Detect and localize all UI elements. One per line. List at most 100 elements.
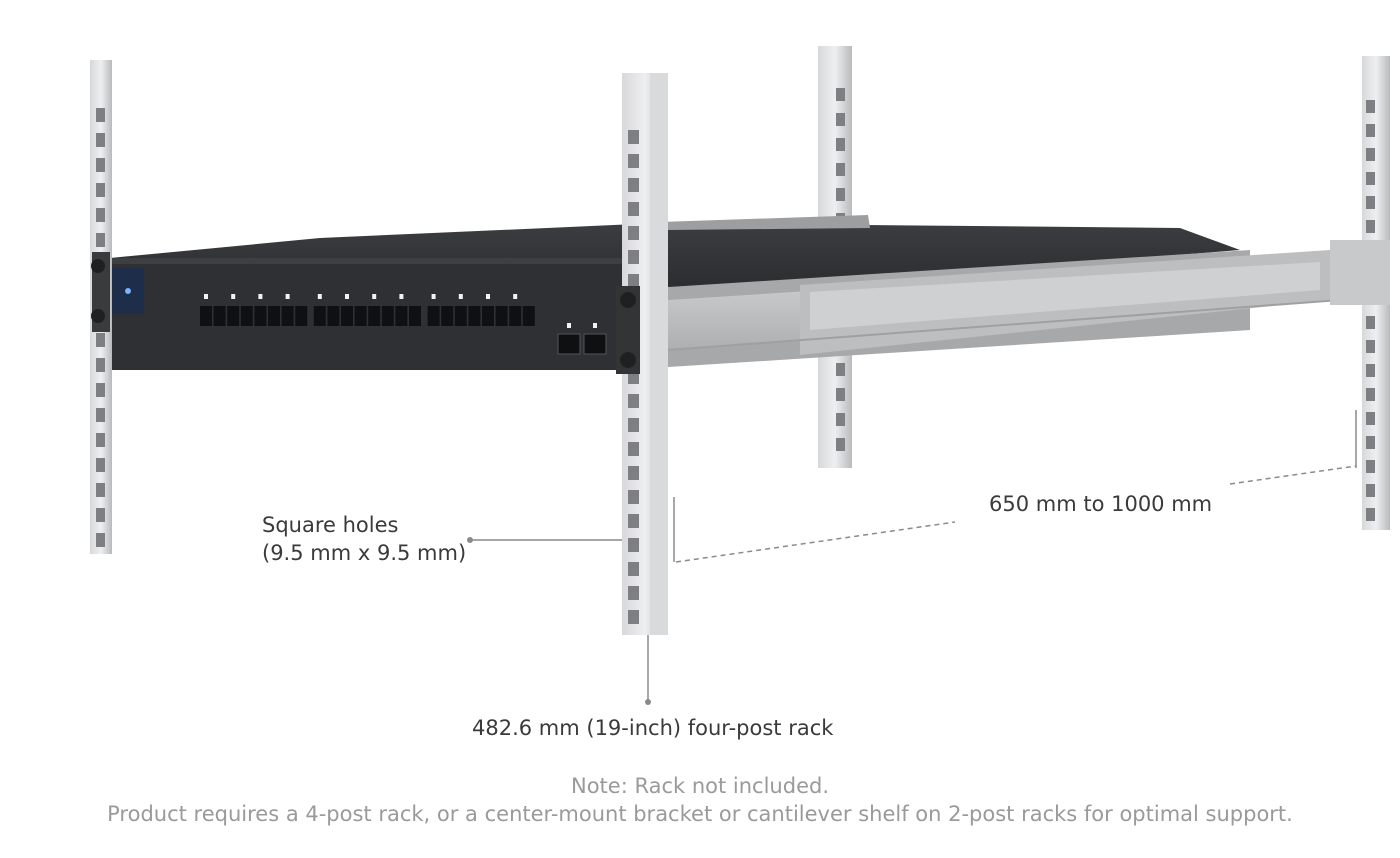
sfp-port [354,306,367,326]
rack-hole [628,586,639,600]
rack-hole [96,383,105,397]
sfp-port [509,306,522,326]
rack-hole [1366,100,1375,113]
sfp-port [368,306,381,326]
rack-hole [96,333,105,347]
sfp-port [341,306,353,326]
rack-hole [628,226,639,240]
port-led-icon [431,294,436,299]
rack-hole [1366,412,1375,425]
port-led-icon [345,294,349,299]
rack-hole [836,163,845,176]
port-led-icon [258,294,263,299]
port-led-icon [231,294,236,299]
port-led-icon [567,323,571,328]
rack-hole [836,88,845,101]
sfp-port [454,306,467,326]
rack-hole [96,483,105,497]
rack-hole [96,358,105,372]
port-led-icon [458,294,463,299]
uplink-port [583,333,607,355]
sfp-port [281,306,294,326]
sfp-port [213,306,226,326]
sfp-port [495,306,508,326]
note-line-2: Product requires a 4-post rack, or a cen… [107,802,1293,826]
rack-hole [96,433,105,447]
sfp-port [240,306,253,326]
rack-hole [96,158,105,172]
sfp-port [313,306,326,326]
annotation-leaders [467,410,1357,705]
rack-hole [628,130,639,144]
rack-hole [1366,220,1375,233]
rack-width-annotation: 482.6 mm (19-inch) four-post rack [472,716,834,740]
rack-hole [96,208,105,222]
front-rack-post-left [90,60,112,554]
square-holes-size: (9.5 mm x 9.5 mm) [262,541,467,565]
rack-hole [96,233,105,247]
rack-hole [836,413,845,426]
rack-hole [1366,364,1375,377]
rack-hole [628,514,639,528]
rack-hole [1366,196,1375,209]
rack-hole [1366,124,1375,137]
rack-hole [1366,460,1375,473]
rack-hole [1366,172,1375,185]
rack-hole [628,442,639,456]
sfp-port [468,306,481,326]
rack-hole [836,113,845,126]
rack-hole [1366,436,1375,449]
rack-hole [628,250,639,264]
rack-hole [628,154,639,168]
rack-depth-annotation: 650 mm to 1000 mm [989,492,1213,516]
rack-hole [1366,508,1375,521]
rack-hole [628,538,639,552]
rack-hole [628,202,639,216]
rack-hole [628,370,639,384]
slide-rail [667,250,1341,355]
rack-hole [628,490,639,504]
rack-hole [628,178,639,192]
rack-hole [836,188,845,201]
front-rack-post-center [616,73,668,635]
sfp-port [254,306,267,326]
port-led-icon [204,294,208,299]
uplink-port [557,333,581,355]
rack-hole [628,466,639,480]
sfp-port [522,306,535,326]
rack-hole [628,394,639,408]
port-led-icon [593,323,597,328]
rack-hole [836,138,845,151]
sfp-port [381,306,394,326]
rack-hole [836,438,845,451]
sfp-port [409,306,421,326]
rack-note: Note: Rack not included. Product require… [0,772,1400,828]
port-led-icon [317,294,322,299]
sfp-port [441,306,454,326]
sfp-port [427,306,440,326]
sfp-port [395,306,408,326]
rack-hole [96,108,105,122]
sfp-port [327,306,340,326]
rack-hole [628,274,639,288]
port-led-icon [285,294,290,299]
rack-hole [96,133,105,147]
square-holes-label: Square holes [262,513,399,537]
port-led-icon [372,294,377,299]
sfp-port [482,306,494,326]
rack-hole [836,363,845,376]
sfp-port [227,306,240,326]
rack-hole [1366,484,1375,497]
rack-hole [628,562,639,576]
sfp-port-group [200,294,535,326]
port-led-icon [486,294,490,299]
rack-hole [96,533,105,547]
rack-hole [1366,148,1375,161]
rack-hole [96,508,105,522]
rack-hole [1366,340,1375,353]
rear-rack-post-right [1330,56,1390,530]
rack-hole [96,458,105,472]
port-led-icon [399,294,404,299]
sfp-port [200,306,212,326]
